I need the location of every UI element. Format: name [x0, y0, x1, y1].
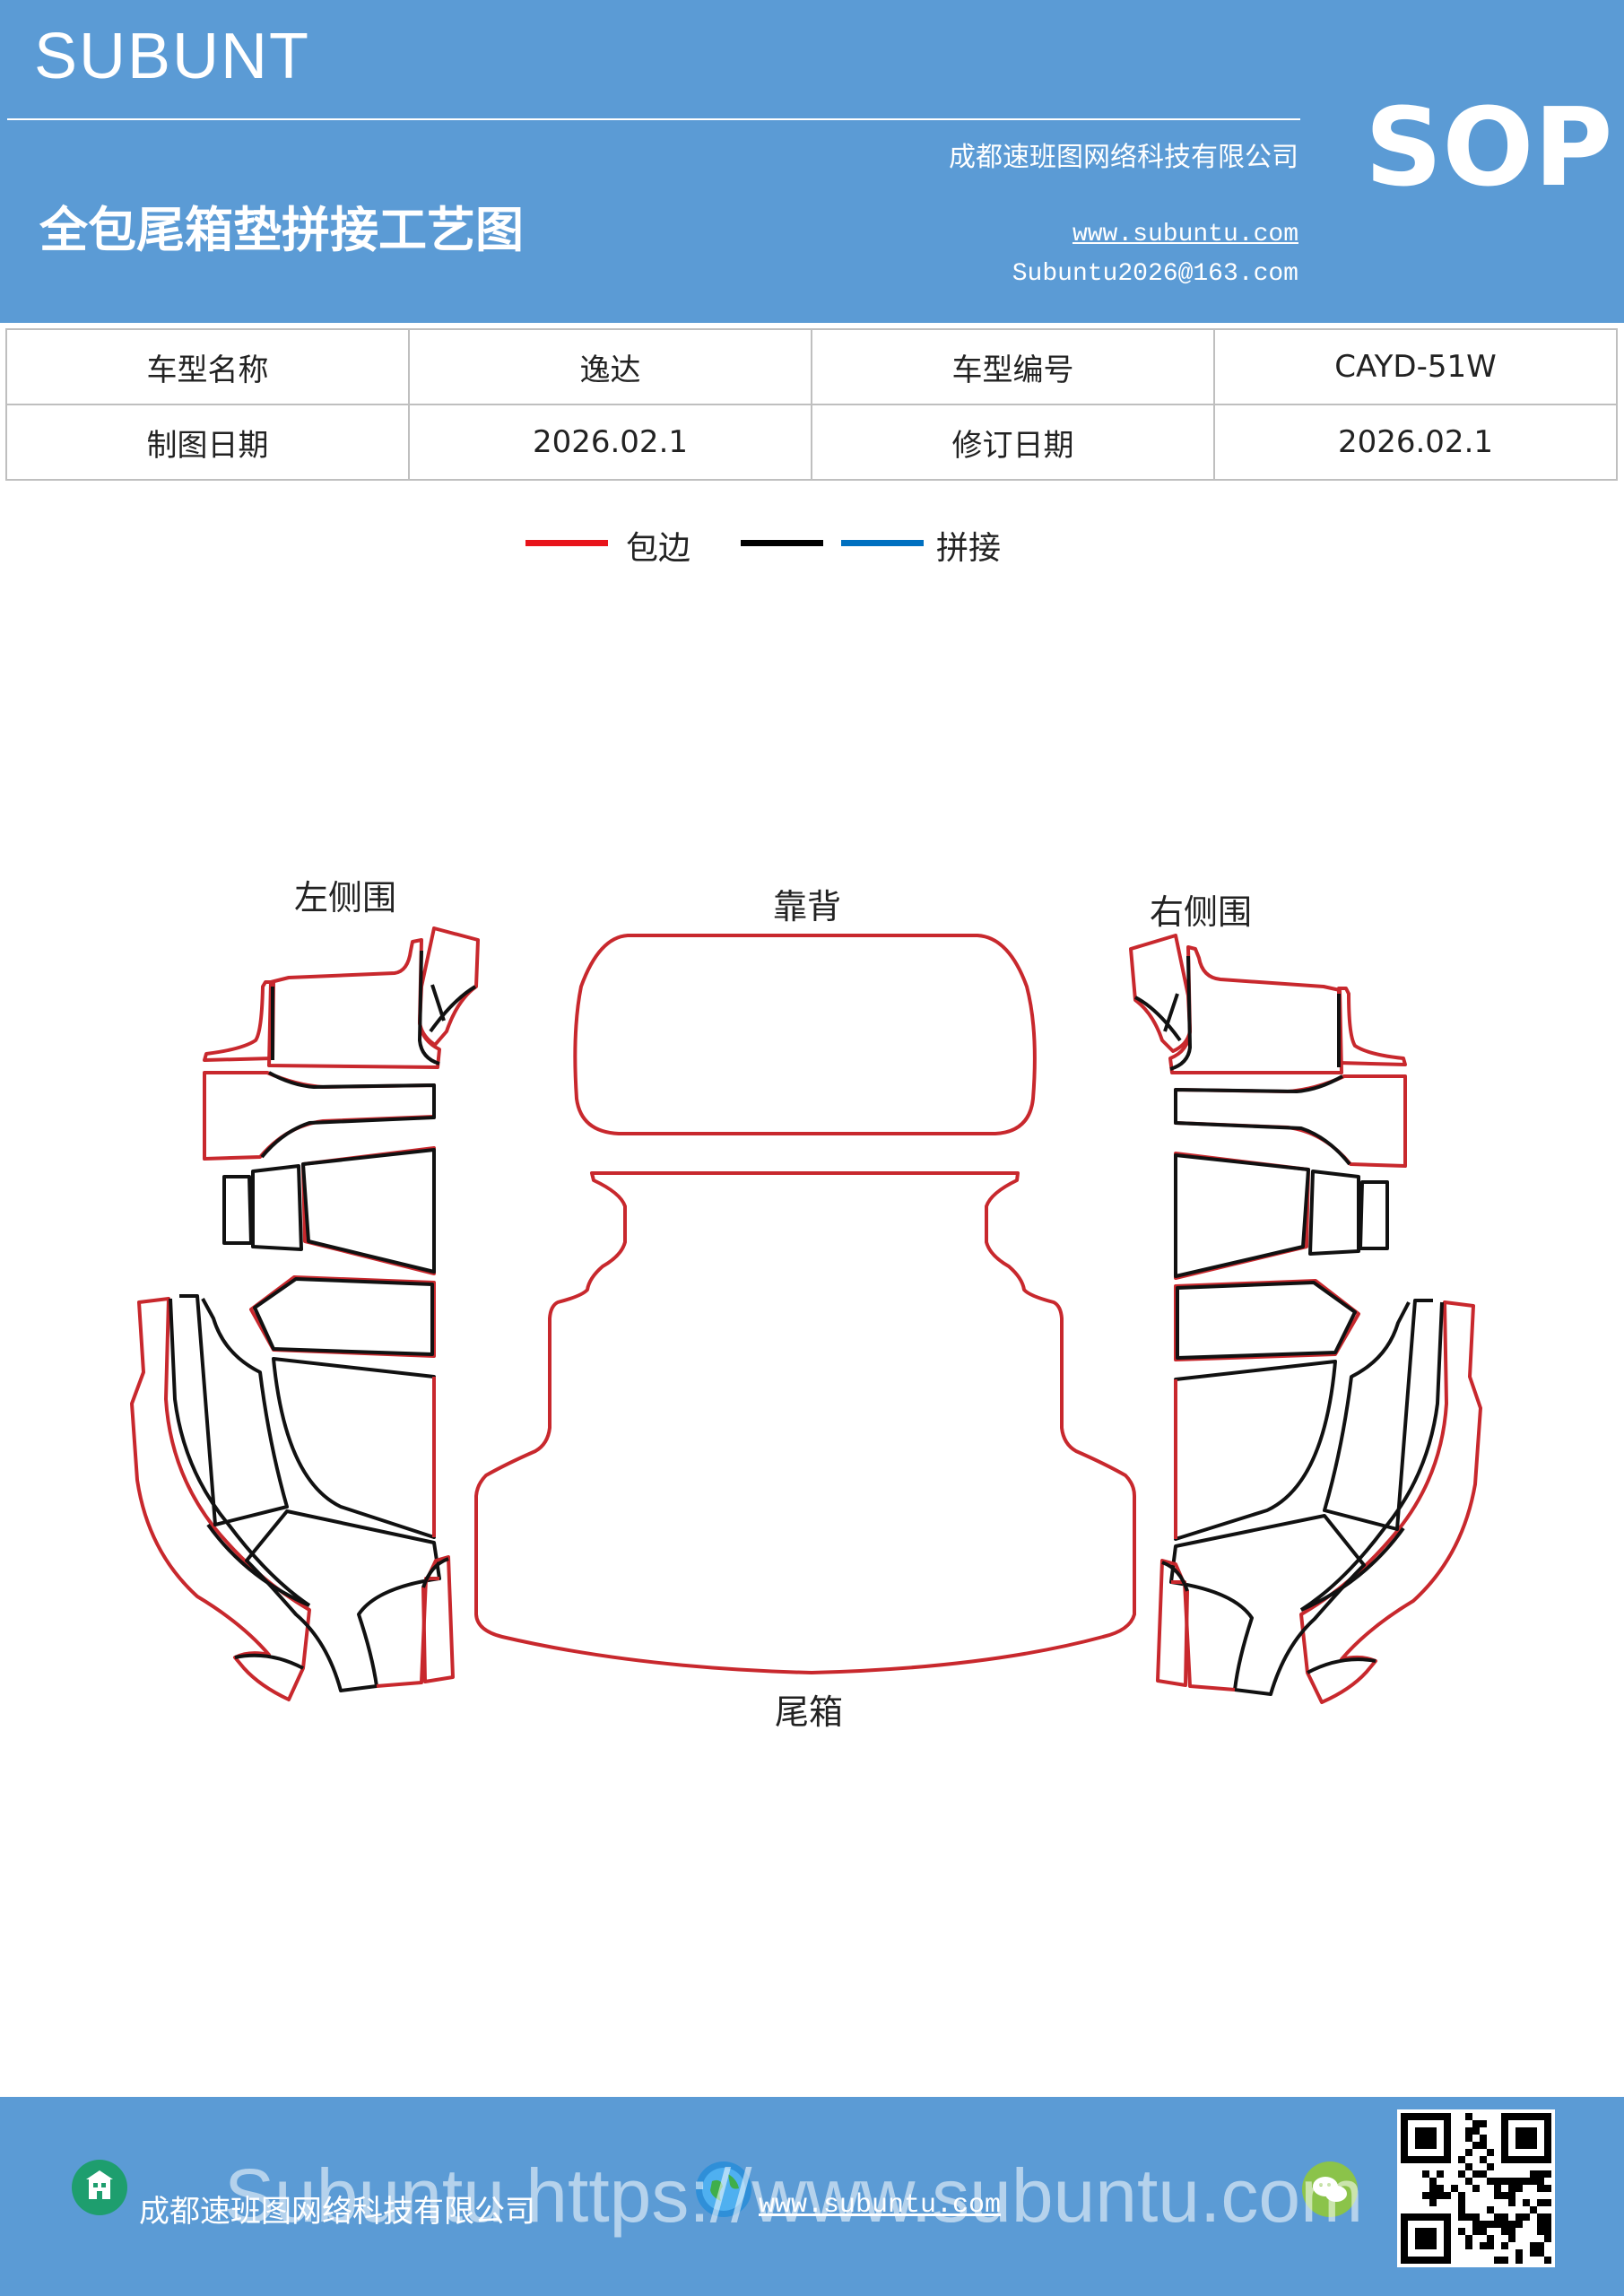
footer-watermark-text: Subuntu https://www.subuntu.com [224, 2153, 1364, 2238]
right-top-corner-piece [1129, 934, 1192, 1053]
right-top-tab [1337, 987, 1407, 1066]
revision-date-label: 修订日期 [811, 404, 1215, 481]
legend-wrap-swatch [525, 540, 608, 546]
right-lower-panel [1174, 1360, 1337, 1541]
header-divider [7, 118, 1300, 120]
right-upper-mid-seam [1174, 1074, 1351, 1166]
table-row: 车型名称 逸达 车型编号 CAYD-51W [5, 328, 1618, 405]
brand-logo-text: SUBUNT [34, 21, 311, 92]
model-code-label: 车型编号 [811, 328, 1215, 405]
left-bottom-seam [206, 1523, 310, 1670]
label-left-side: 左侧围 [294, 878, 397, 918]
right-base-panel [1169, 1514, 1366, 1696]
sop-badge: SOP [1365, 86, 1613, 211]
left-end-tab-seam [421, 1557, 449, 1588]
footer-website-link[interactable]: www.subuntu.com [759, 2190, 1002, 2221]
label-trunk: 尾箱 [775, 1692, 844, 1732]
vehicle-info-table: 车型名称 逸达 车型编号 CAYD-51W 制图日期 2026.02.1 修订日… [5, 328, 1618, 481]
right-top-corner-seam [1134, 993, 1182, 1042]
qr-code-icon[interactable] [1397, 2109, 1555, 2267]
wechat-icon [1302, 2161, 1358, 2217]
legend-join-blue-swatch [841, 540, 924, 546]
left-lower-mid-seam [253, 1277, 434, 1356]
left-base-panel [245, 1509, 441, 1692]
left-mid-panel-seam [301, 1148, 436, 1274]
right-side-panels [1129, 934, 1482, 1704]
backrest-panel [573, 934, 1037, 1135]
label-backrest: 靠背 [773, 887, 842, 926]
right-lower-mid-seam [1176, 1281, 1357, 1360]
legend-join-label: 拼接 [936, 530, 1002, 567]
left-mid-small-tabs [222, 1164, 303, 1251]
left-upper-mid-seam [260, 1071, 436, 1159]
model-name-label: 车型名称 [5, 328, 410, 405]
right-mid-small-tabs [1308, 1170, 1389, 1256]
revision-date-value: 2026.02.1 [1213, 404, 1618, 481]
footer-company-name: 成都速班图网络科技有限公司 [139, 2194, 535, 2230]
trunk-floor-panel [474, 1171, 1136, 1674]
left-side-panels [130, 926, 480, 1701]
left-top-panel [267, 938, 441, 1069]
model-code-value: CAYD-51W [1213, 328, 1618, 405]
legend-wrap-label: 包边 [626, 530, 691, 567]
company-website-link[interactable]: www.subuntu.com [1072, 221, 1298, 248]
left-top-seam [271, 950, 440, 1065]
table-row: 制图日期 2026.02.1 修订日期 2026.02.1 [5, 404, 1618, 481]
footer-banner: 成都速班图网络科技有限公司 www.subuntu.com Subuntu ht… [0, 2097, 1624, 2296]
header-banner: SUBUNT 全包尾箱垫拼接工艺图 成都速班图网络科技有限公司 www.subu… [0, 0, 1624, 323]
company-email[interactable]: Subuntu2026@163.com [1012, 260, 1298, 288]
document-title: 全包尾箱垫拼接工艺图 [39, 201, 524, 258]
label-right-side: 右侧围 [1150, 892, 1253, 932]
left-lower-panel [272, 1357, 436, 1539]
right-end-tab-seam [1161, 1561, 1189, 1592]
left-top-tab [203, 980, 275, 1062]
left-outer-seams [169, 1294, 311, 1607]
right-outer-strip [1299, 1300, 1482, 1704]
right-outer-seams [1299, 1299, 1444, 1612]
building-icon [72, 2160, 127, 2215]
legend: 包边 拼接 [0, 520, 1624, 574]
globe-icon [696, 2161, 751, 2217]
left-top-corner-seam [429, 984, 477, 1033]
left-top-corner-piece [418, 926, 480, 1047]
model-name-value: 逸达 [408, 328, 812, 405]
right-top-seam [1169, 955, 1341, 1071]
draw-date-label: 制图日期 [5, 404, 410, 481]
legend-join-black-swatch [741, 540, 823, 546]
draw-date-value: 2026.02.1 [408, 404, 812, 481]
right-bottom-seam [1300, 1526, 1405, 1674]
company-name: 成都速班图网络科技有限公司 [949, 142, 1298, 173]
right-mid-panel-seam [1174, 1153, 1310, 1278]
right-top-panel [1168, 945, 1343, 1074]
left-outer-strip [130, 1297, 311, 1701]
right-lower-mid-panel [1174, 1279, 1360, 1361]
